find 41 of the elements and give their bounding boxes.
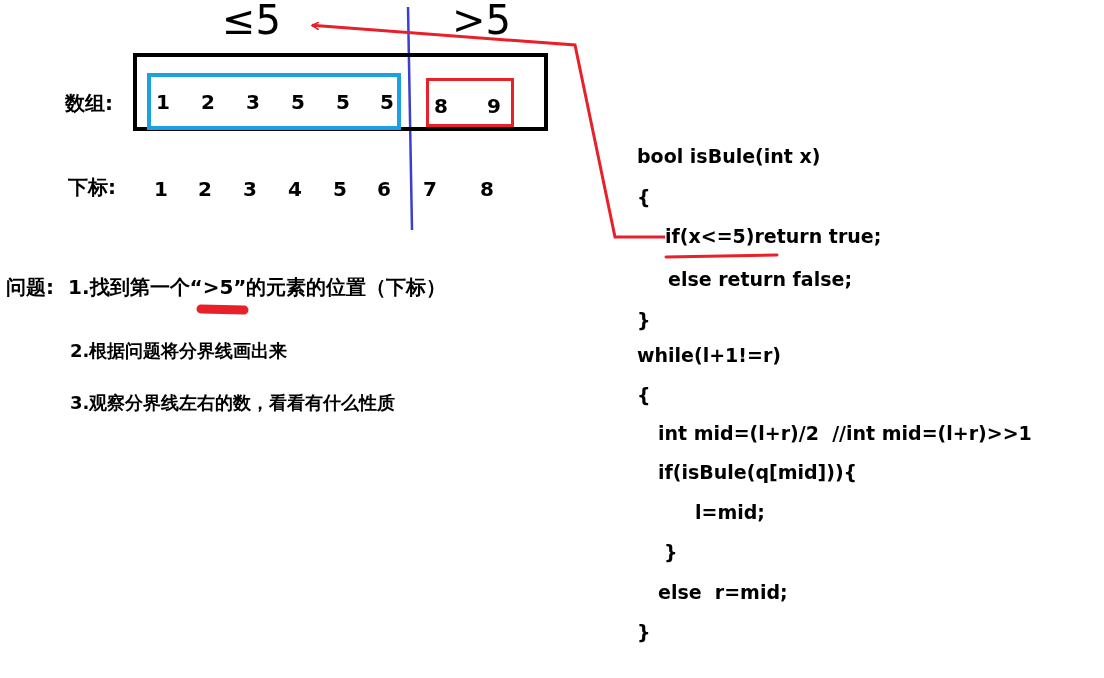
code-line: { <box>637 383 651 408</box>
code-line: l=mid; <box>695 500 765 525</box>
label-text: 2.根据问题将分界线画出来 <box>70 339 288 363</box>
label-text: 1.找到第一个“>5”的元素的位置（下标） <box>68 274 447 301</box>
label-text: 3.观察分界线左右的数，看看有什么性质 <box>70 391 396 415</box>
array-box <box>133 53 548 131</box>
code-line: { <box>637 185 651 210</box>
code-line: int mid=(l+r)/2 //int mid=(l+r)>>1 <box>658 421 1032 446</box>
code-line: } <box>637 308 651 333</box>
code-line: } <box>637 620 651 645</box>
group-box <box>147 73 401 130</box>
code-line: if(x<=5)return true; <box>665 222 905 252</box>
index-number: 6 <box>377 176 391 203</box>
code-line: while(l+1!=r) <box>637 343 781 368</box>
array-value: 8 <box>434 93 448 120</box>
code-line: if(isBule(q[mid])){ <box>658 460 858 485</box>
code-line: bool isBule(int x) <box>637 144 821 169</box>
array-value: 3 <box>246 89 260 116</box>
index-number: 5 <box>333 176 347 203</box>
array-value: 9 <box>487 93 501 120</box>
array-value: 5 <box>336 89 350 116</box>
handwritten-label: >5 <box>452 0 511 40</box>
code-line: } <box>664 540 678 565</box>
arrow <box>311 21 665 239</box>
group-box <box>426 78 514 127</box>
index-number: 4 <box>288 176 302 203</box>
array-value: 5 <box>380 89 394 116</box>
handwritten-label: ≤5 <box>222 0 312 44</box>
index-number: 2 <box>198 176 212 203</box>
label-text: 问题: <box>6 274 54 301</box>
label-text: 下标: <box>68 174 116 201</box>
label-text: 数组: <box>65 90 113 117</box>
index-number: 7 <box>423 176 437 203</box>
code-line: else return false; <box>668 267 852 292</box>
code-line: else r=mid; <box>658 580 788 605</box>
index-number: 1 <box>154 176 168 203</box>
index-number: 3 <box>243 176 257 203</box>
array-value: 5 <box>291 89 305 116</box>
array-value: 1 <box>156 89 170 116</box>
array-value: 2 <box>201 89 215 116</box>
index-number: 8 <box>480 176 494 203</box>
